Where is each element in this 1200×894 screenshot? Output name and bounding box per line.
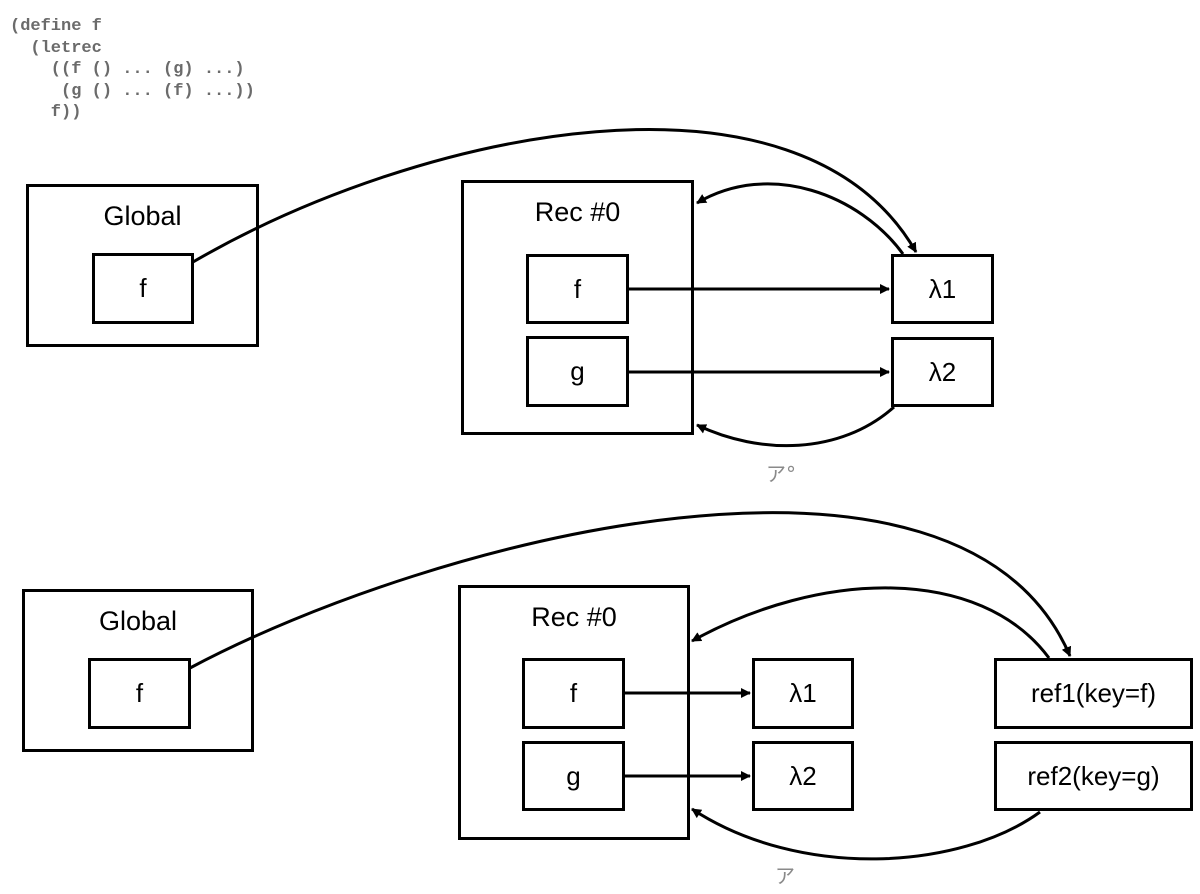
arrow-ref1-to-rec [691,586,1051,659]
rec-binding-g-top: g [526,336,629,407]
global-binding-f-bottom: f [88,658,191,729]
rec-frame-title: Rec #0 [534,197,621,227]
ref2-box: ref2(key=g) [994,741,1193,811]
global-frame-bottom: Global [22,589,254,752]
arrow-lambda2-to-rec-top [696,405,895,448]
global-frame-title: Global [103,201,182,231]
code-snippet: (define f (letrec ((f () ... (g) ...) (g… [10,17,255,122]
rec-frame-title: Rec #0 [531,602,617,632]
ref1-box: ref1(key=f) [994,658,1193,729]
marker-label-top: ア° [766,462,796,486]
closure-lambda1-top: λ1 [891,254,994,324]
global-binding-f-top: f [92,253,194,324]
arrow-lambda1-to-rec-top [696,182,905,255]
closure-lambda2-bottom: λ2 [752,741,854,811]
closure-lambda1-bottom: λ1 [752,658,854,729]
marker-label-bottom: ア [775,864,795,888]
closure-lambda2-top: λ2 [891,337,994,407]
rec-binding-f-top: f [526,254,629,324]
arrow-ref2-to-rec [691,807,1041,861]
rec-binding-g-bottom: g [522,741,625,811]
global-frame-title: Global [98,606,178,636]
rec-binding-f-bottom: f [522,658,625,729]
global-frame-top: Global [26,184,259,347]
